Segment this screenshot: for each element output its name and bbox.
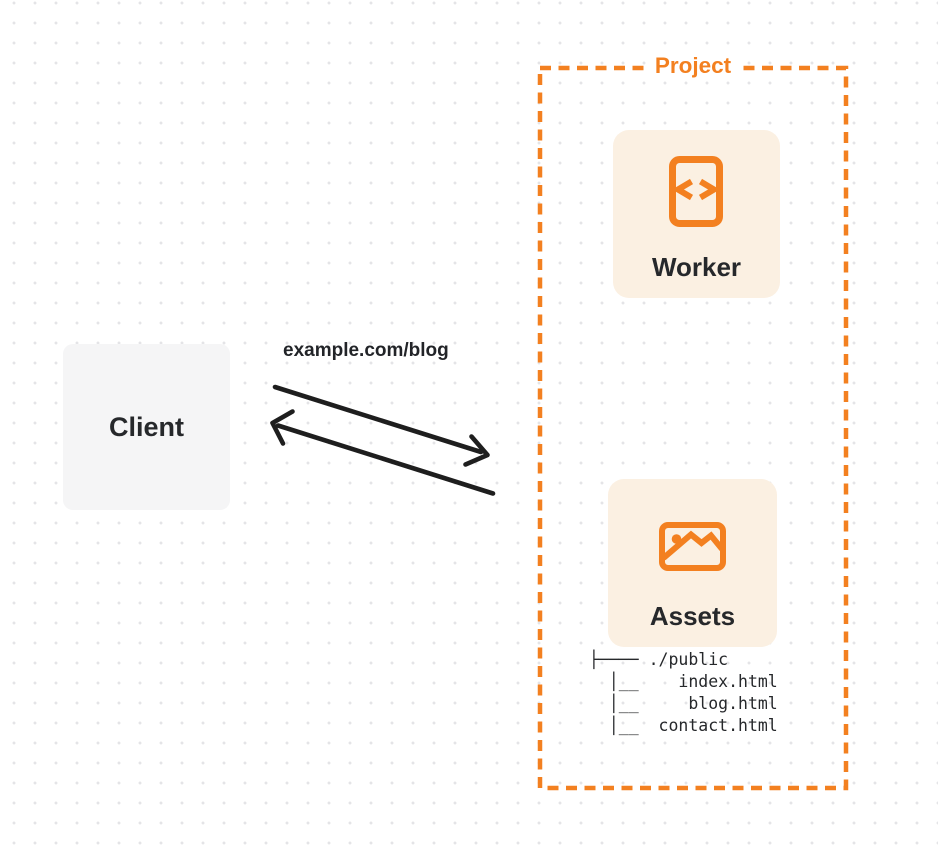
file-tree-line: │__ index.html [589,672,778,691]
file-tree-line: ├──── ./public [589,650,729,669]
project-group-label: Project [535,53,851,79]
worker-label: Worker [651,252,742,282]
client-label: Client [108,411,184,442]
code-file-icon [669,156,723,232]
request-arrow-right [272,384,490,467]
worker-node: Worker [613,130,780,298]
client-node: Client [63,344,230,510]
file-tree-line: │__ blog.html [589,694,778,713]
response-arrow-left [270,409,496,496]
assets-file-tree: ├──── ./public │__ index.html │__ blog.h… [589,649,778,737]
request-url-label: example.com/blog [283,340,449,361]
image-icon [659,522,726,576]
assets-node: Assets [608,479,777,647]
file-tree-line: │__ contact.html [589,716,778,735]
assets-label: Assets [649,601,736,631]
